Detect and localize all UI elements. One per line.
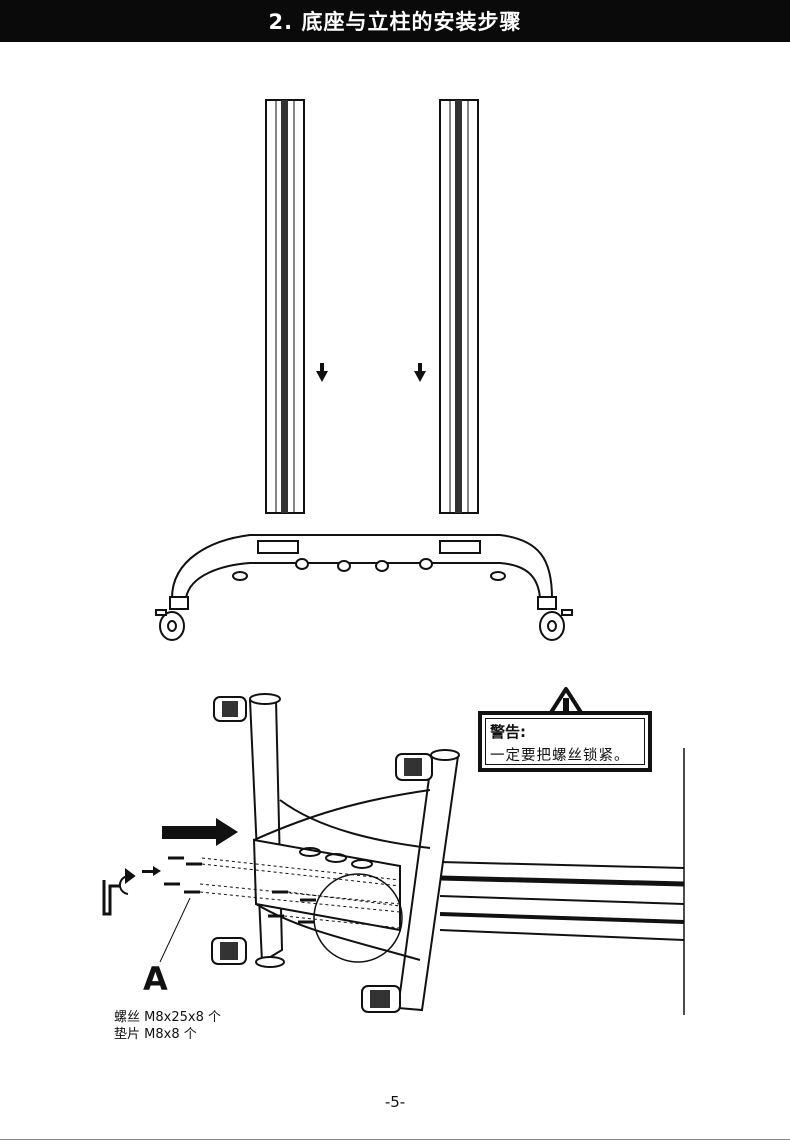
- part-spec: M8x8 个: [144, 1027, 197, 1042]
- arrow-down-icon: [414, 363, 426, 382]
- part-name: 螺丝: [114, 1010, 141, 1025]
- base-frame: [155, 534, 573, 641]
- footer-divider: [0, 1139, 790, 1140]
- bolt-guide-lines: [199, 857, 401, 929]
- parts-item: 螺丝 M8x25x8 个: [114, 1009, 221, 1026]
- arrow-down-icon: [316, 363, 328, 382]
- rotate-icon: [119, 868, 136, 895]
- callout-label: A: [143, 960, 168, 998]
- part-spec: M8x25x8 个: [144, 1010, 221, 1025]
- right-column: [439, 99, 479, 514]
- header-title: 2. 底座与立柱的安装步骤: [268, 10, 522, 34]
- parts-list: 螺丝 M8x25x8 个 垫片 M8x8 个: [114, 1009, 221, 1043]
- hex-key-icon: [102, 880, 120, 916]
- left-column: [265, 99, 305, 514]
- arrow-right-icon: [162, 818, 238, 846]
- arrow-right-icon: [142, 866, 161, 876]
- callout-line: [159, 897, 191, 963]
- page-header: 2. 底座与立柱的安装步骤: [0, 0, 790, 42]
- part-name: 垫片: [114, 1027, 141, 1042]
- parts-item: 垫片 M8x8 个: [114, 1026, 221, 1043]
- warning-title: 警告:: [490, 723, 526, 741]
- frame-assembly: [211, 693, 685, 1015]
- warning-text: 一定要把螺丝锁紧。: [490, 748, 630, 764]
- page-number: -5-: [384, 1093, 406, 1111]
- warning-box: 警告: 一定要把螺丝锁紧。: [478, 711, 652, 772]
